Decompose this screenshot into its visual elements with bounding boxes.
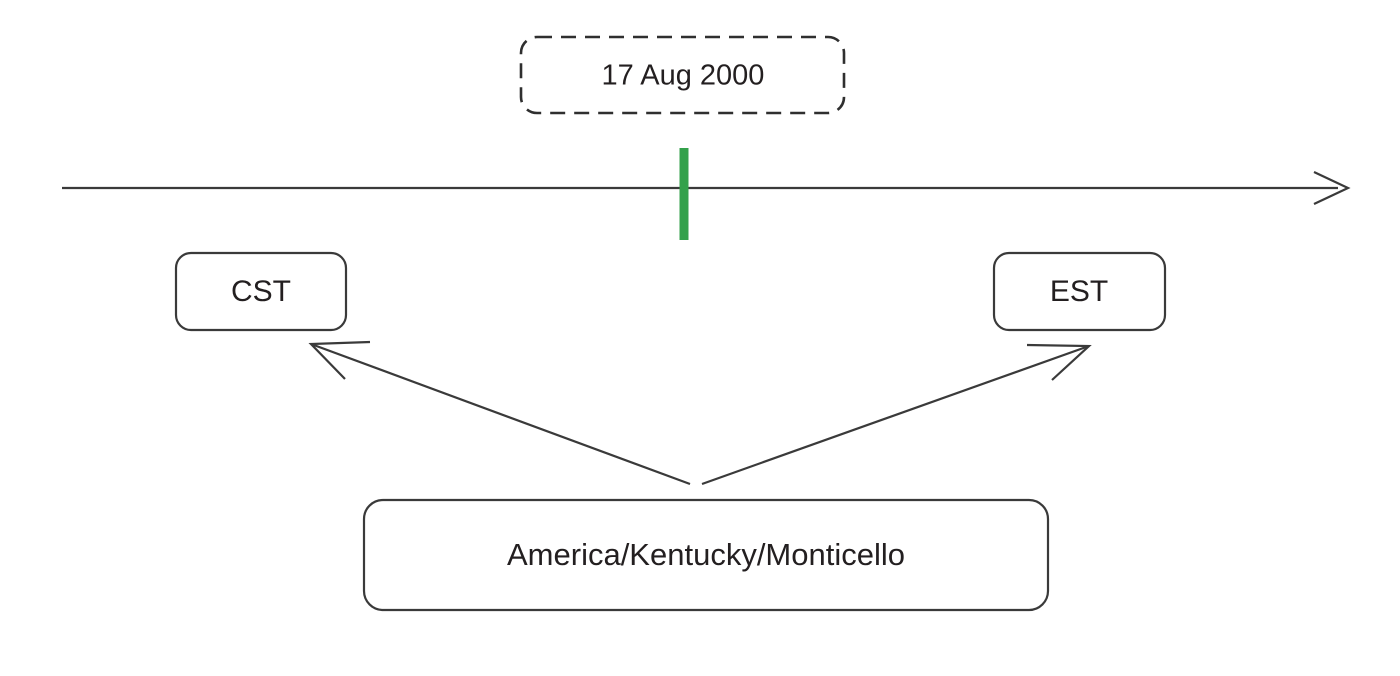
edge-tz-to-cst (308, 340, 691, 486)
date-box-outline (519, 35, 846, 115)
edge-tz-to-cst-line (310, 342, 691, 486)
zone-box-est-label: EST (1050, 275, 1108, 308)
tz-id-box[interactable]: America/Kentucky/Monticello (362, 498, 1050, 612)
zone-box-cst-label: CST (231, 275, 291, 308)
tz-id-box-outline (362, 498, 1050, 612)
zone-box-cst[interactable]: CST (174, 251, 348, 332)
tz-id-box-label: America/Kentucky/Monticello (507, 537, 905, 572)
edge-tz-to-est-arrowhead-icon (1026, 343, 1092, 381)
edge-tz-to-cst-arrowhead-icon (308, 340, 371, 380)
date-box-label: 17 Aug 2000 (602, 60, 765, 92)
zone-box-est-outline (992, 251, 1167, 332)
edge-tz-to-est-line (701, 344, 1090, 486)
edge-tz-to-est (701, 343, 1092, 486)
timeline-axis[interactable] (62, 171, 1351, 205)
zone-box-est[interactable]: EST (992, 251, 1167, 332)
date-box[interactable]: 17 Aug 2000 (519, 35, 846, 115)
zone-box-cst-outline (174, 251, 348, 332)
timeline-arrowhead-icon (1313, 171, 1351, 205)
